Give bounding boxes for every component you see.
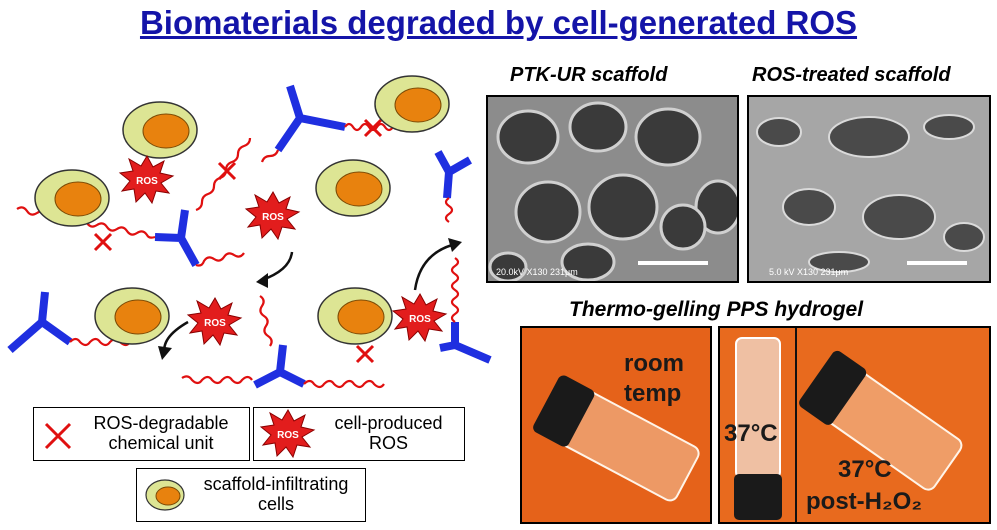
cell (94, 287, 170, 345)
scaffold-nodes (7, 84, 492, 389)
red-x-icon (44, 422, 72, 450)
ros-label: ROS (204, 318, 226, 329)
cell (34, 169, 110, 227)
cell (374, 75, 450, 133)
degradable-unit-markers (93, 118, 383, 364)
legend-degradable-line2: chemical unit (108, 433, 214, 453)
temp-text: temp (624, 380, 682, 407)
legend-degradable-line1: ROS-degradable (93, 413, 229, 433)
legend-degradable: ROS-degradable chemical unit (33, 407, 250, 461)
temp-37c-left: 37°C (724, 420, 778, 447)
vial-drawing (522, 328, 710, 522)
vials-drawing (720, 328, 989, 522)
polymer-chains (16, 122, 460, 389)
sem-caption: 20.0kV X130 231μm (496, 267, 578, 277)
ros-label: ROS (262, 212, 284, 223)
post-h2o2-text: post-H₂O₂ (806, 488, 922, 515)
arrowheads (158, 238, 462, 360)
legend-ros-line2: ROS (368, 433, 408, 453)
legend-cells: scaffold-infiltrating cells (136, 468, 366, 522)
sem-image-ros-treated: 5.0 kV X130 231μm (747, 95, 991, 283)
cell (317, 287, 393, 345)
hydrogel-label: Thermo-gelling PPS hydrogel (569, 298, 864, 321)
porous-texture: 20.0kV X130 231μm (488, 97, 737, 281)
ptk-scaffold-label: PTK-UR scaffold (510, 64, 668, 86)
page-title: Biomaterials degraded by cell-generated … (139, 4, 858, 41)
cell (122, 101, 198, 159)
vial-photo-37c: 37°C 37°C post-H₂O₂ (718, 326, 991, 524)
sem-caption: 5.0 kV X130 231μm (769, 267, 848, 277)
cell (315, 159, 391, 217)
legend-cells-line2: cells (257, 494, 294, 514)
vial-photo-room-temp: room temp (520, 326, 712, 524)
ros-legend-label: ROS (277, 430, 299, 441)
cell-icon (145, 479, 185, 511)
ros-star-icon: ROS (259, 409, 316, 459)
room-text: room (624, 350, 684, 377)
degraded-texture: 5.0 kV X130 231μm (749, 97, 989, 281)
ros-label: ROS (409, 314, 431, 325)
ros-label: ROS (136, 176, 158, 187)
legend-cells-line1: scaffold-infiltrating (203, 474, 349, 494)
legend-ros: ROS cell-produced ROS (253, 407, 465, 461)
legend-ros-line1: cell-produced (334, 413, 443, 433)
temp-37c-right: 37°C (838, 456, 892, 483)
ros-treated-label: ROS-treated scaffold (752, 64, 951, 86)
sem-image-ptk: 20.0kV X130 231μm (486, 95, 739, 283)
